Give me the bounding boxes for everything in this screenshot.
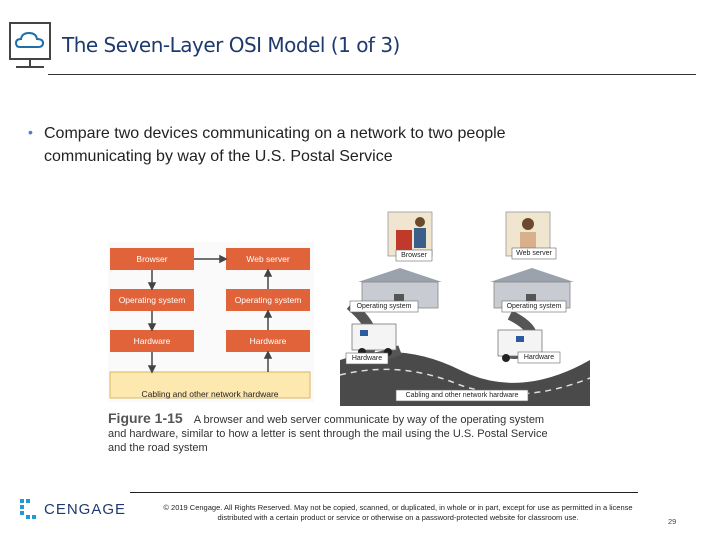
cengage-logo-icon <box>18 497 40 521</box>
diagram-box-web-server: Web server <box>226 254 310 264</box>
illustration-label-web-server: Web server <box>512 250 556 257</box>
osi-layer-diagram <box>108 242 338 406</box>
title-divider <box>48 74 696 75</box>
bullet-marker: • <box>28 124 33 140</box>
page-title: The Seven-Layer OSI Model (1 of 3) <box>62 33 400 57</box>
copyright-line-1: © 2019 Cengage. All Rights Reserved. May… <box>128 503 668 513</box>
bullet-line-1: Compare two devices communicating on a n… <box>44 122 644 145</box>
illustration-label-browser: Browser <box>396 252 432 259</box>
diagram-box-os-left: Operating system <box>110 295 194 305</box>
diagram-cabling-bar: Cabling and other network hardware <box>110 389 310 399</box>
diagram-box-browser: Browser <box>110 254 194 264</box>
caption-line-3: and the road system <box>108 442 598 454</box>
diagram-box-hardware-left: Hardware <box>110 336 194 346</box>
illustration-label-os-right: Operating system <box>502 303 566 310</box>
figure-number: Figure 1-15 <box>108 410 183 426</box>
cengage-brand: CENGAGE <box>44 501 126 518</box>
page-number: 29 <box>668 517 676 526</box>
cloud-monitor-icon <box>6 20 56 72</box>
diagram-box-hardware-right: Hardware <box>226 336 310 346</box>
copyright-line-2: distributed with a certain product or se… <box>128 513 668 523</box>
figure-caption: Figure 1-15 A browser and web server com… <box>108 410 598 454</box>
illustration-label-hardware-left: Hardware <box>346 355 388 362</box>
illustration-label-os-left: Operating system <box>350 303 418 310</box>
caption-line-1: A browser and web server communicate by … <box>194 414 544 426</box>
illustration-label-cabling: Cabling and other network hardware <box>396 392 528 399</box>
illustration-label-hardware-right: Hardware <box>518 354 560 361</box>
bullet-text: Compare two devices communicating on a n… <box>44 122 644 168</box>
diagram-box-os-right: Operating system <box>226 295 310 305</box>
copyright-notice: © 2019 Cengage. All Rights Reserved. May… <box>128 503 668 523</box>
bullet-line-2: communicating by way of the U.S. Postal … <box>44 145 644 168</box>
caption-line-2: and hardware, similar to how a letter is… <box>108 428 598 440</box>
footer-divider <box>130 492 638 493</box>
